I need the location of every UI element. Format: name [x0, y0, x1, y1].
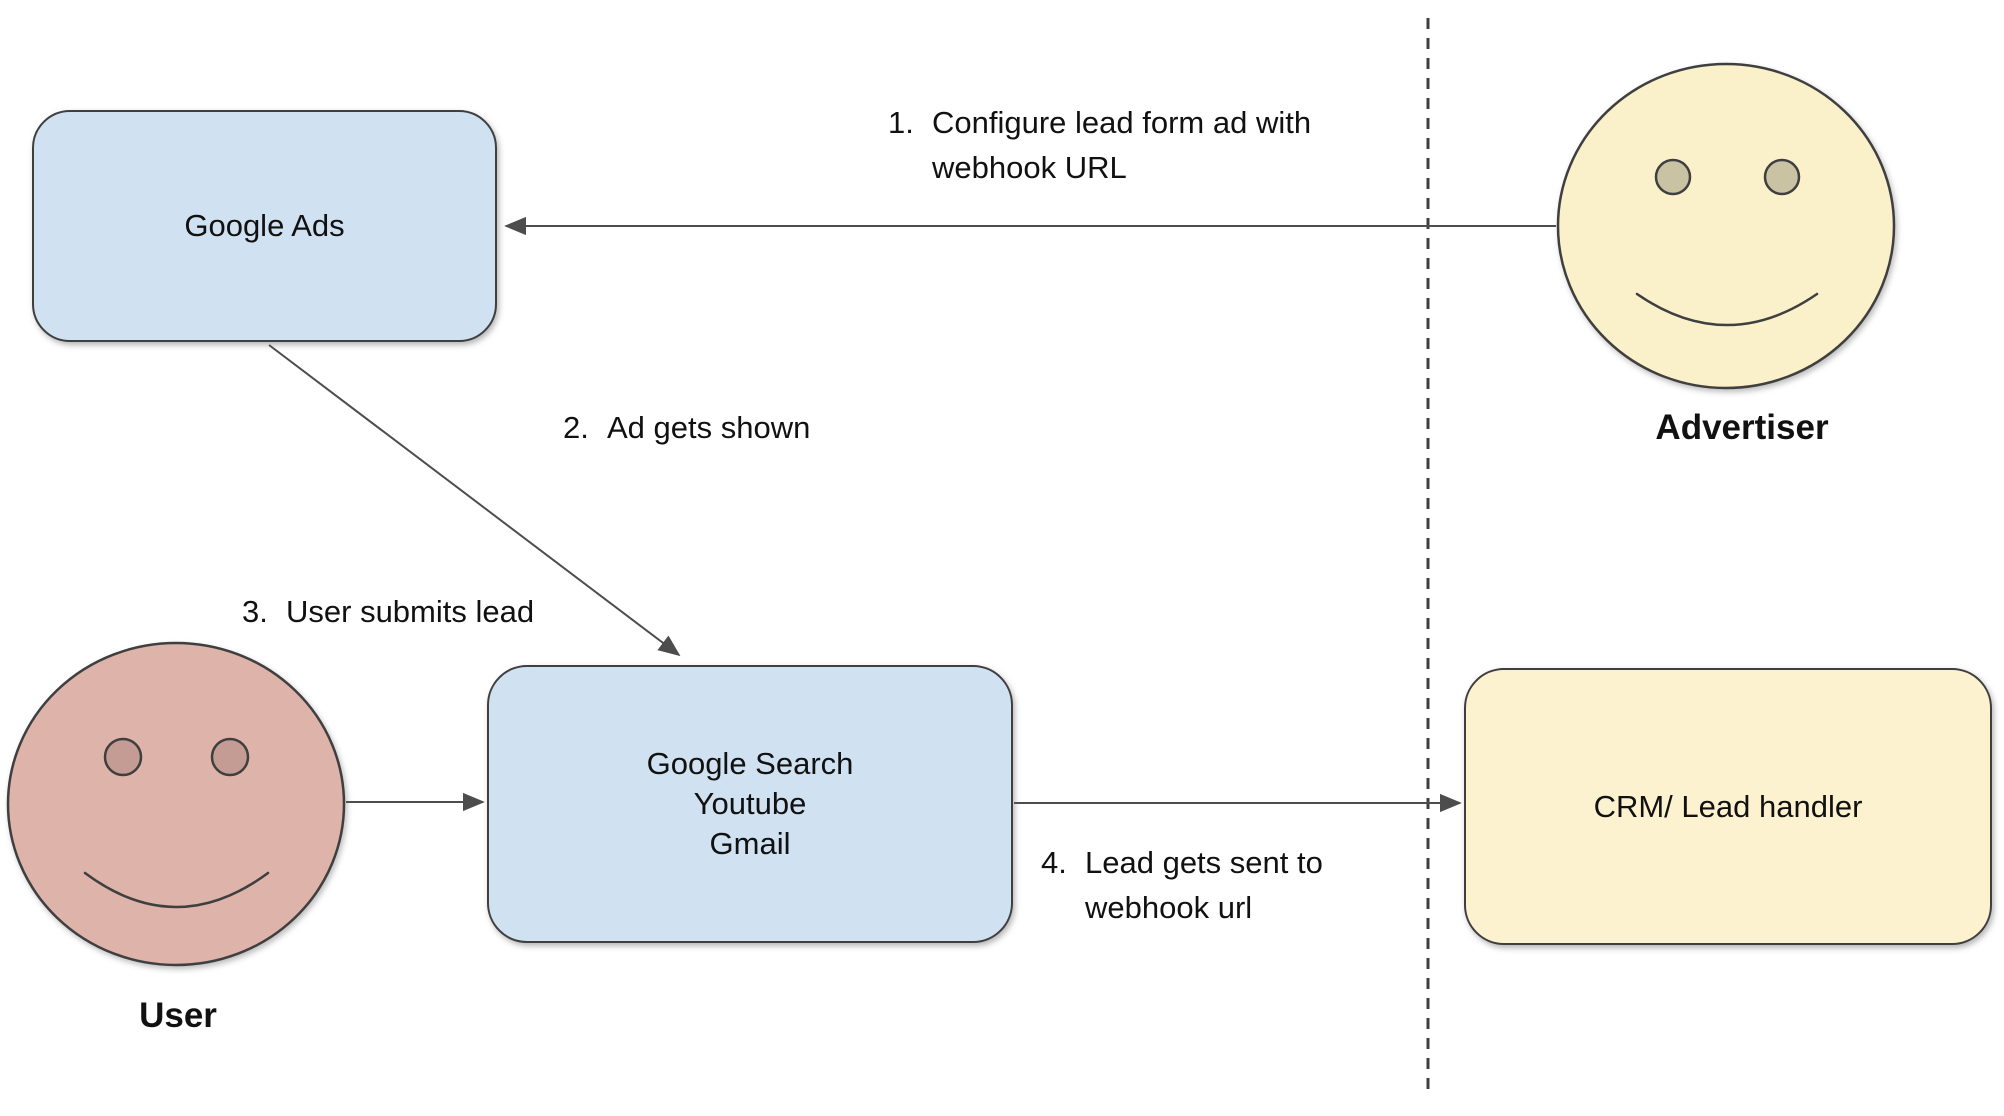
- step4-number: 4.: [1041, 845, 1067, 880]
- step4-line1: Lead gets sent to: [1085, 845, 1323, 880]
- arrow-ad-gets-shown: [268, 344, 681, 657]
- user-right-eye-icon: [210, 737, 250, 777]
- step3-number: 3.: [242, 594, 268, 629]
- step4-label: 4. Lead gets sent to webhook url: [1041, 840, 1323, 930]
- node-crm-lead-handler: CRM/ Lead handler: [1464, 668, 1992, 945]
- user-caption: User: [139, 996, 217, 1035]
- advertiser-head: [1556, 62, 1896, 390]
- advertiser-smile-icon: [1635, 292, 1819, 327]
- step1-line1: Configure lead form ad with: [932, 105, 1312, 140]
- node-crm-label: CRM/ Lead handler: [1593, 788, 1863, 824]
- node-platforms-line3: Gmail: [709, 826, 791, 861]
- step4-line2: webhook url: [1085, 890, 1253, 925]
- node-platforms-line2: Youtube: [693, 786, 807, 821]
- user-head: [6, 641, 346, 967]
- node-platforms-line1: Google Search: [646, 746, 854, 781]
- advertiser-left-eye-icon: [1654, 158, 1692, 196]
- step1-line2: webhook URL: [932, 150, 1127, 185]
- step1-number: 1.: [888, 105, 914, 140]
- step1-label: 1. Configure lead form ad with webhook U…: [888, 100, 1311, 190]
- step2-number: 2.: [563, 410, 589, 445]
- advertiser-right-eye-icon: [1763, 158, 1801, 196]
- step2-label: 2. Ad gets shown: [563, 405, 810, 450]
- step3-label: 3. User submits lead: [242, 589, 534, 634]
- node-google-ads: Google Ads: [32, 110, 497, 342]
- advertiser-face: [1556, 62, 1896, 390]
- node-google-platforms: Google Search Youtube Gmail: [487, 665, 1013, 943]
- user-face: [6, 641, 346, 967]
- step2-line1: Ad gets shown: [607, 410, 811, 445]
- node-google-ads-label: Google Ads: [184, 208, 345, 243]
- user-smile-icon: [83, 871, 270, 909]
- advertiser-caption: Advertiser: [1655, 408, 1829, 447]
- user-left-eye-icon: [103, 737, 143, 777]
- step3-line1: User submits lead: [286, 594, 535, 629]
